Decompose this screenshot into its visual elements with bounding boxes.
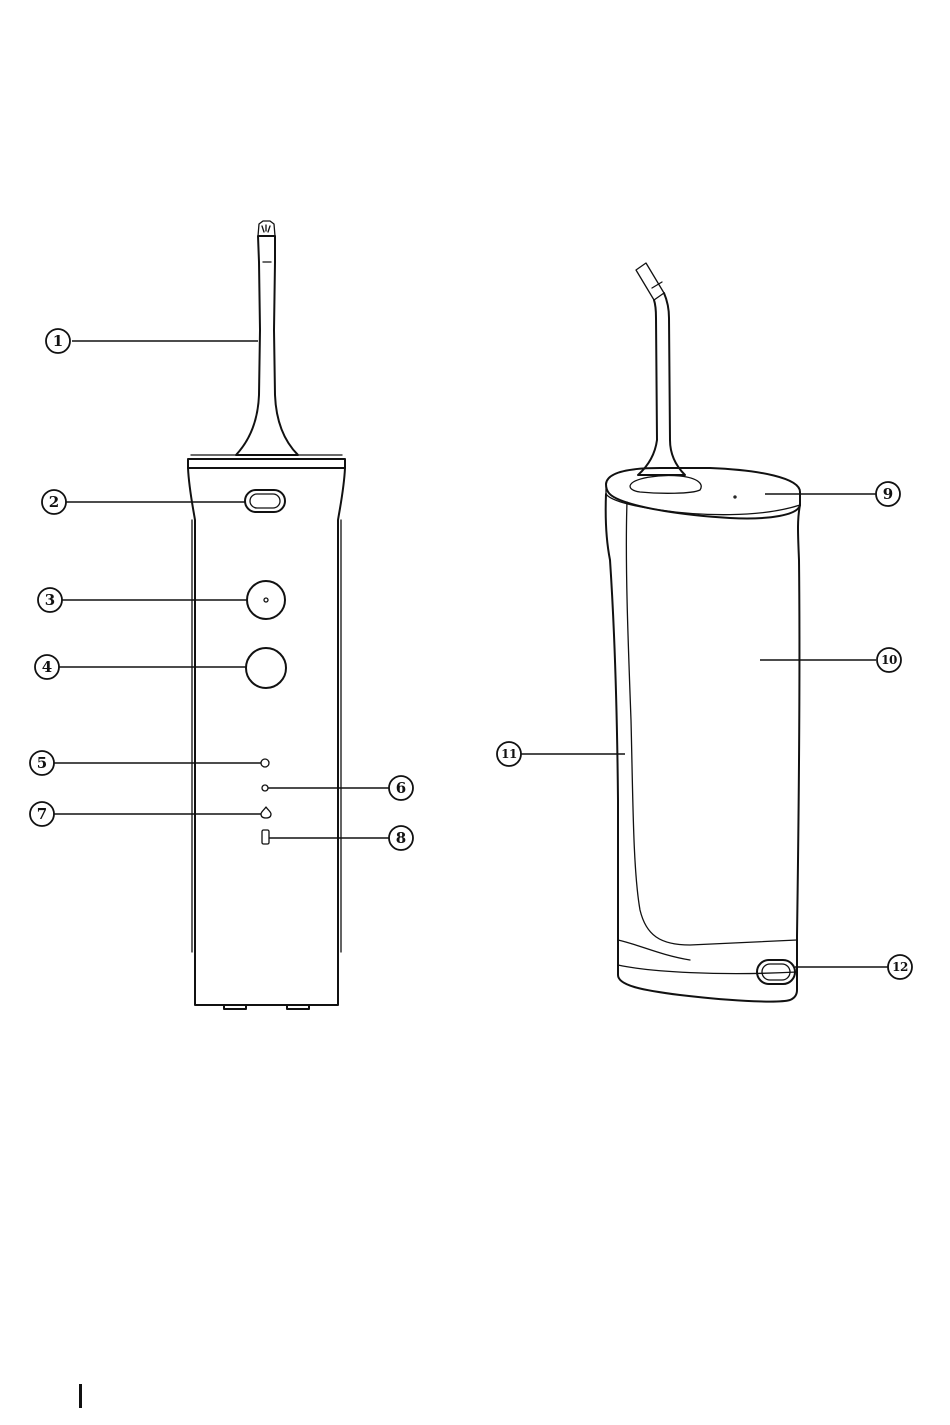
front-top-cap bbox=[188, 459, 345, 468]
side-body bbox=[606, 494, 800, 1002]
indicator-light-5 bbox=[261, 759, 269, 767]
callouts: 1 2 3 4 5 6 7 8 9 10 bbox=[30, 329, 912, 979]
front-view-device bbox=[188, 221, 345, 1009]
nozzle-release-button bbox=[245, 490, 285, 512]
side-view-device bbox=[606, 263, 800, 1002]
side-nozzle-tip bbox=[636, 263, 664, 300]
callout-4: 4 bbox=[42, 658, 52, 676]
callout-6: 6 bbox=[396, 779, 406, 797]
callout-2: 2 bbox=[49, 493, 59, 511]
callout-11: 11 bbox=[501, 747, 517, 761]
side-nozzle bbox=[638, 293, 685, 475]
power-button bbox=[246, 648, 286, 688]
callout-8: 8 bbox=[396, 829, 406, 847]
water-level-icon bbox=[261, 807, 271, 818]
side-top-cap bbox=[606, 468, 800, 518]
callout-10: 10 bbox=[881, 653, 897, 667]
callout-12: 12 bbox=[892, 960, 908, 974]
page-margin-mark bbox=[79, 1384, 82, 1408]
callout-3: 3 bbox=[45, 591, 55, 609]
callout-9: 9 bbox=[883, 485, 893, 503]
charging-port bbox=[262, 830, 269, 844]
mode-button bbox=[247, 581, 285, 619]
water-tank-window bbox=[626, 502, 797, 945]
callout-5: 5 bbox=[37, 754, 47, 772]
front-nozzle bbox=[236, 236, 298, 455]
front-body bbox=[188, 468, 345, 1005]
indicator-light-6 bbox=[262, 785, 268, 791]
callout-1: 1 bbox=[53, 332, 63, 350]
callout-7: 7 bbox=[37, 805, 47, 823]
